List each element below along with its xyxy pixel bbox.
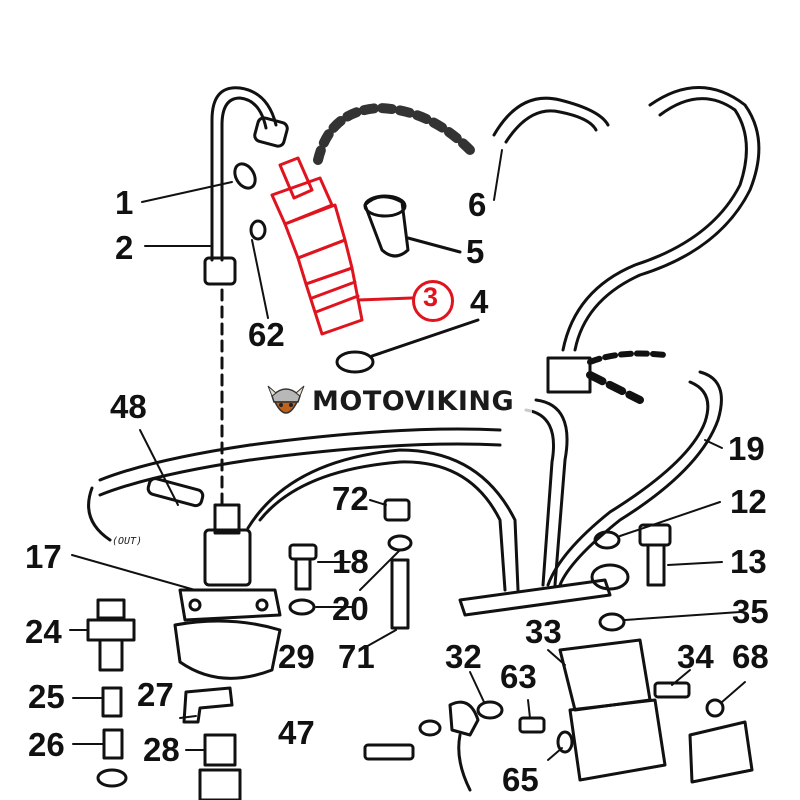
callout-6: 6 [468,186,487,223]
callout-19: 19 [728,430,765,467]
fuel-feed-pump [173,503,282,680]
callout-71: 71 [338,638,375,675]
injector-pipe [203,86,289,286]
watermark: MOTOVIKING [262,378,532,424]
callout-24: 24 [25,613,62,650]
callout-4: 4 [470,283,489,320]
callout-68: 68 [732,638,769,675]
callout-62: 62 [248,316,285,353]
callout-18: 18 [332,543,369,580]
callout-48: 48 [110,388,147,425]
callout-20: 20 [332,590,369,627]
callout-32: 32 [445,638,482,675]
callout-26: 26 [28,726,65,763]
callout-33: 33 [525,613,562,650]
leak-off-hoses [492,86,761,587]
fuel-hose-lower [87,427,630,617]
small-parts-left [86,598,242,800]
nozzle-cap [335,194,480,374]
callout-17: 17 [25,538,62,575]
callout-12: 12 [730,483,767,520]
callout-2: 2 [115,229,134,266]
callout-65: 65 [502,761,539,798]
highlight-ring [412,280,454,322]
callout-47: 47 [278,714,315,751]
return-line-dashed [313,103,475,165]
watermark-text: MOTOVIKING [312,385,515,417]
callout-13: 13 [730,543,767,580]
callout-72: 72 [332,480,369,517]
injector-highlighted [270,156,414,336]
banjo-union [146,477,205,508]
callout-1: 1 [115,184,134,221]
viking-head-icon [267,385,305,414]
callout-3: 3 [423,282,439,312]
callout-25: 25 [28,678,65,715]
callout-35: 35 [732,593,769,630]
callout-28: 28 [143,731,180,768]
leader-lines [69,149,746,761]
small-parts-center [288,498,413,630]
out-label: (OUT) [112,536,143,547]
callout-63: 63 [500,658,537,695]
callout-34: 34 [677,638,714,675]
callout-29: 29 [278,638,315,675]
callout-5: 5 [466,233,485,270]
small-parts-right [363,523,754,792]
callout-27: 27 [137,676,174,713]
